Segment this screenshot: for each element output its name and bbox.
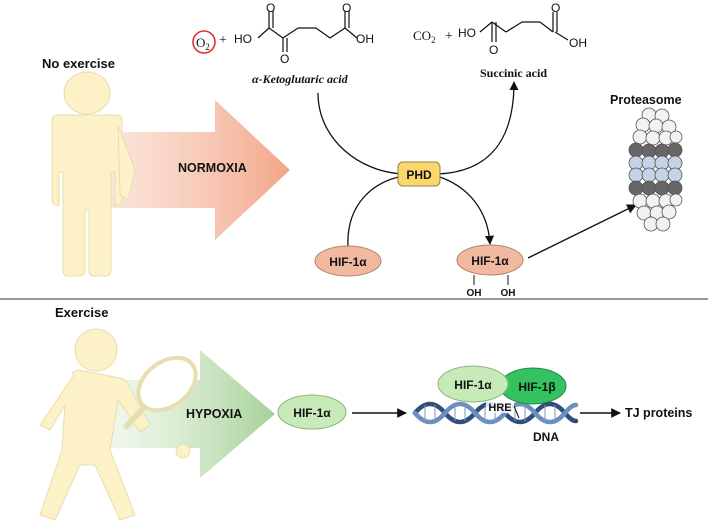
hydroxyl-1-label: OH — [467, 288, 482, 299]
hypoxia-label: HYPOXIA — [186, 407, 242, 421]
hre-pointer — [513, 405, 520, 419]
hif1a-normoxia-substrate-label: HIF-1α — [329, 255, 367, 269]
arc-phd-to-succinate — [436, 81, 519, 175]
standing-person-icon — [51, 71, 136, 277]
tennis-racket-icon — [122, 355, 198, 431]
no-exercise-label: No exercise — [42, 56, 115, 71]
hif1a-hydroxylated — [456, 244, 524, 276]
hif1a-hypoxia-label: HIF-1α — [293, 406, 331, 420]
o2-ring — [192, 30, 216, 54]
co2-text: CO2 — [413, 28, 436, 45]
hre-label-bg — [486, 401, 514, 413]
akg-o-top-right: O — [342, 1, 351, 15]
succ-o-top: O — [551, 1, 560, 15]
succ-o-bottom: O — [489, 43, 498, 57]
proteasome-label: Proteasome — [610, 93, 682, 107]
alpha-ketoglutarate-structure — [257, 11, 358, 52]
akg-name: α-Ketoglutaric acid — [252, 72, 349, 86]
tennis-player-icon — [39, 328, 191, 521]
hypoxia-arrow — [80, 350, 275, 478]
hif1b-label: HIF-1β — [518, 380, 555, 394]
phd-enzyme-box — [397, 161, 441, 187]
co2-subscript: 2 — [431, 35, 436, 45]
dna-label: DNA — [533, 430, 559, 444]
o2-symbol: O — [196, 35, 205, 50]
plus-sign-1: + — [219, 33, 227, 48]
arrow-to-proteasome — [527, 204, 637, 259]
plus-sign-2: + — [445, 29, 453, 44]
succ-ho: HO — [458, 26, 476, 40]
exercise-label: Exercise — [55, 305, 109, 320]
normoxia-arrow — [70, 100, 290, 240]
arc-phd-to-hifoh — [436, 175, 495, 245]
hre-label: HRE — [488, 402, 511, 414]
dna-base-pairs — [424, 405, 556, 421]
akg-oh: OH — [356, 32, 374, 46]
normoxia-label: NORMOXIA — [178, 161, 247, 175]
arc-hif-to-phd — [347, 175, 404, 248]
hydroxyl-2-label: OH — [501, 288, 516, 299]
phd-label: PHD — [406, 168, 432, 182]
o2-subscript: 2 — [205, 42, 210, 52]
tj-proteins-label: TJ proteins — [625, 406, 692, 420]
succ-oh: OH — [569, 36, 587, 50]
akg-ho: HO — [234, 32, 252, 46]
succinic-name: Succinic acid — [480, 66, 547, 80]
o2-text: O2 — [196, 35, 210, 52]
arc-akg-to-phd — [317, 92, 404, 175]
hif1a-complex — [437, 365, 509, 403]
hif1a-complex-label: HIF-1α — [454, 378, 492, 392]
akg-o-top-left: O — [266, 1, 275, 15]
hif1a-hydroxylated-label: HIF-1α — [471, 254, 509, 268]
hif1a-hypoxia — [277, 394, 347, 430]
hif1a-normoxia-substrate — [314, 245, 382, 277]
co2-symbol: CO — [413, 28, 431, 43]
succinic-acid-structure — [479, 12, 569, 42]
akg-o-bottom: O — [280, 52, 289, 66]
proteasome-icon — [628, 107, 683, 232]
